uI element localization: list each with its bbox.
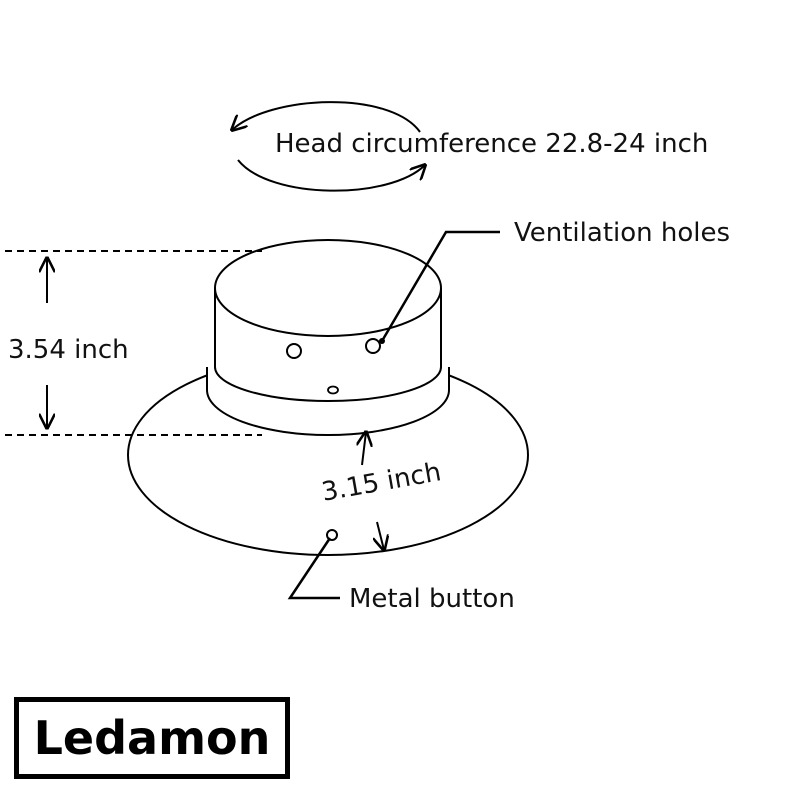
metal-button <box>326 529 338 541</box>
hat-crown-top <box>214 239 442 337</box>
ventilation-holes-label: Ventilation holes <box>514 218 731 248</box>
brim-arrow-up <box>362 432 366 466</box>
ventilation-hole <box>286 343 302 359</box>
brim-arrow-down <box>377 521 384 550</box>
circumference-arrow-top <box>232 101 421 132</box>
ventilation-hole <box>365 338 381 354</box>
metal-button-label: Metal button <box>349 584 515 614</box>
metal-button-leader-line <box>287 537 340 600</box>
brand-logo-box: Ledamon <box>14 697 290 779</box>
ventilation-hole <box>327 385 339 395</box>
brand-logo: Ledamon <box>33 711 271 765</box>
head-circumference-label: Head circumference 22.8-24 inch <box>275 129 709 159</box>
ventilation-leader-line <box>380 230 500 342</box>
circumference-arrow-bottom <box>237 159 425 192</box>
height-label: 3.54 inch <box>8 335 129 365</box>
